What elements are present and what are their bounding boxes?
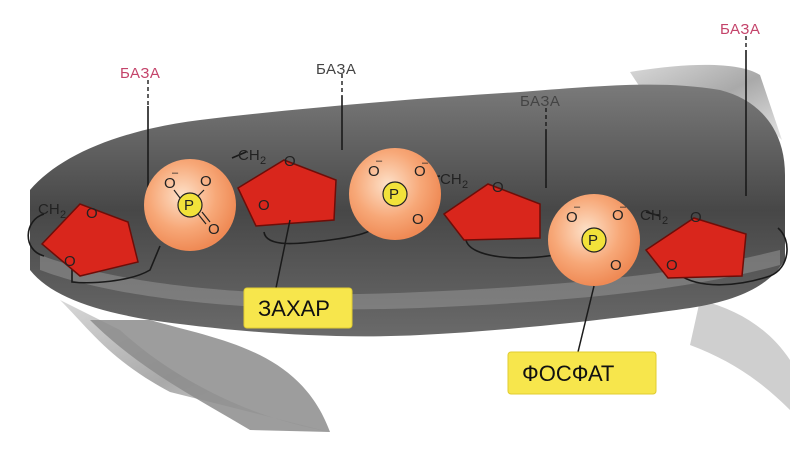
svg-text:P: P bbox=[588, 232, 598, 249]
ribbon-lower-sweep bbox=[90, 320, 330, 432]
sugar-ring-4: O O bbox=[644, 209, 747, 279]
svg-text:–: – bbox=[172, 167, 179, 179]
svg-text:CH: CH bbox=[640, 207, 662, 224]
svg-text:–: – bbox=[620, 201, 627, 213]
svg-text:2: 2 bbox=[662, 215, 668, 227]
svg-text:O: O bbox=[414, 163, 426, 180]
base-label-2: БАЗА bbox=[316, 61, 356, 78]
phosphate-label: ФОСФАТ bbox=[522, 361, 614, 386]
svg-text:O: O bbox=[64, 253, 76, 270]
svg-text:–: – bbox=[376, 155, 383, 167]
svg-text:CH: CH bbox=[38, 201, 60, 218]
svg-text:P: P bbox=[389, 186, 399, 203]
svg-text:2: 2 bbox=[260, 155, 266, 167]
svg-text:O: O bbox=[492, 179, 504, 196]
base-label-3: БАЗА bbox=[520, 93, 560, 110]
sugar-ring-3: O bbox=[442, 179, 541, 241]
svg-text:O: O bbox=[610, 257, 622, 274]
phosphate-group-3: P O – O – O CH 2 bbox=[548, 194, 668, 286]
ribbon-back-right-lower bbox=[690, 300, 790, 410]
svg-text:CH: CH bbox=[440, 171, 462, 188]
svg-text:O: O bbox=[612, 207, 624, 224]
svg-text:O: O bbox=[258, 197, 270, 214]
svg-text:2: 2 bbox=[462, 179, 468, 191]
svg-text:O: O bbox=[208, 221, 220, 238]
backbone-bonds bbox=[27, 50, 788, 286]
svg-text:O: O bbox=[412, 211, 424, 228]
base-label-4: БАЗА bbox=[720, 21, 760, 38]
phosphate-group-2: P O – O – O CH 2 bbox=[349, 148, 468, 240]
phosphate-callout: ФОСФАТ bbox=[507, 285, 657, 395]
sugar-ring-2: O O CH 2 bbox=[237, 147, 337, 227]
svg-text:O: O bbox=[200, 173, 212, 190]
svg-text:P: P bbox=[184, 197, 194, 214]
svg-text:O: O bbox=[86, 205, 98, 222]
svg-text:–: – bbox=[574, 201, 581, 213]
svg-text:O: O bbox=[666, 257, 678, 274]
svg-text:2: 2 bbox=[60, 209, 66, 221]
svg-text:O: O bbox=[690, 209, 702, 226]
base-dash-lines bbox=[147, 36, 747, 130]
svg-text:–: – bbox=[422, 157, 429, 169]
base-label-1: БАЗА bbox=[120, 65, 160, 82]
svg-text:O: O bbox=[284, 153, 296, 170]
svg-text:O: O bbox=[164, 175, 176, 192]
sugar-ring-1: O O CH 2 bbox=[38, 201, 139, 277]
phosphate-group-1: P O – O O bbox=[144, 159, 236, 251]
svg-text:CH: CH bbox=[238, 147, 260, 164]
sugar-callout: ЗАХАР bbox=[243, 219, 353, 329]
svg-text:O: O bbox=[566, 209, 578, 226]
ribbon-highlight bbox=[40, 250, 780, 310]
svg-text:O: O bbox=[368, 163, 380, 180]
sugar-label: ЗАХАР bbox=[258, 296, 330, 321]
